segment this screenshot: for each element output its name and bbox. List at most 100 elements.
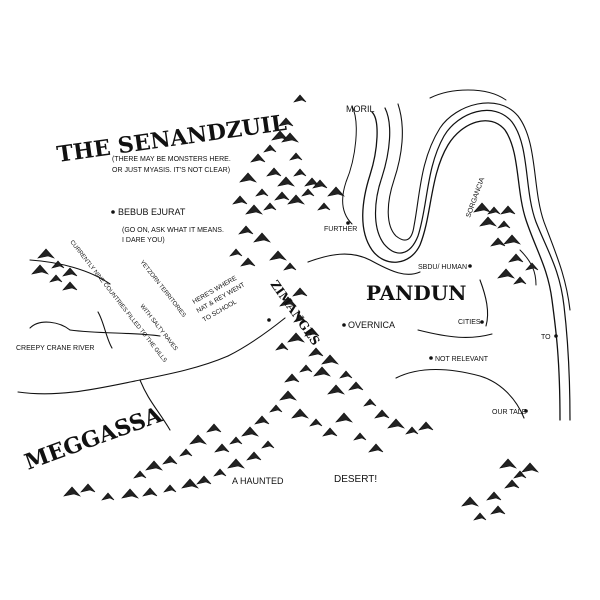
mountain-icon bbox=[269, 250, 287, 261]
mountain-icon bbox=[275, 342, 289, 351]
mountain-icon bbox=[293, 94, 307, 103]
mountain-icon bbox=[348, 381, 364, 391]
mountain-icon bbox=[214, 443, 230, 453]
mountain-icon bbox=[313, 366, 331, 377]
mountain-icon bbox=[263, 144, 277, 153]
place-further: FURTHER bbox=[324, 226, 357, 233]
cities-dot bbox=[480, 320, 484, 324]
mountain-icon bbox=[289, 152, 303, 161]
mountain-icon bbox=[254, 415, 270, 425]
overnica-dot bbox=[342, 323, 346, 327]
mountain-icon bbox=[206, 423, 222, 433]
mountain-icon bbox=[142, 487, 158, 497]
mountain-icon bbox=[461, 496, 479, 507]
mountain-icon bbox=[238, 225, 254, 235]
mountain-icon bbox=[179, 448, 193, 457]
mountain-icon bbox=[304, 327, 320, 337]
mountain-icon bbox=[374, 409, 390, 419]
mountain-icon bbox=[277, 176, 295, 187]
mountain-icon bbox=[327, 384, 345, 395]
our-tale-dot bbox=[524, 409, 528, 413]
mountain-icon bbox=[232, 195, 248, 205]
mountain-icon bbox=[213, 468, 227, 477]
mountain-icon bbox=[293, 168, 307, 177]
mountain-icon bbox=[473, 512, 487, 521]
note-dare-1: (GO ON, ASK WHAT IT MEANS. bbox=[122, 227, 224, 234]
not-relevant-dot bbox=[429, 356, 433, 360]
mountain-icon bbox=[287, 332, 305, 343]
borders-and-rivers bbox=[17, 253, 525, 431]
place-not-relevant: NOT RELEVANT bbox=[435, 356, 489, 363]
place-our-tale: OUR TALE bbox=[492, 409, 527, 416]
mountain-icon bbox=[299, 364, 313, 373]
mountain-icon bbox=[279, 390, 297, 401]
coastline bbox=[342, 89, 571, 421]
mountain-icon bbox=[253, 232, 271, 243]
note-nine-2: WITH SALTY RAVES bbox=[138, 304, 178, 353]
mountain-icon bbox=[405, 426, 419, 435]
place-sbdu: SBDU/ HUMAN bbox=[418, 264, 467, 271]
mountain-icon bbox=[312, 179, 328, 189]
mountain-icon bbox=[133, 470, 147, 479]
mountain-icon bbox=[37, 248, 55, 259]
place-moril: MORIL bbox=[346, 104, 375, 114]
mountain-icon bbox=[246, 451, 262, 461]
mountain-icon bbox=[291, 408, 309, 419]
bebub-dot bbox=[111, 210, 115, 214]
mountain-icon bbox=[521, 462, 539, 473]
mountain-icon bbox=[284, 373, 300, 383]
mountain-icon bbox=[181, 478, 199, 489]
mountain-icon bbox=[62, 281, 78, 291]
mountain-icon bbox=[80, 483, 96, 493]
mountain-icon bbox=[62, 267, 78, 277]
mountain-icon bbox=[283, 262, 297, 271]
mountain-range bbox=[31, 94, 539, 521]
mountain-icon bbox=[487, 206, 501, 215]
mountain-icon bbox=[308, 347, 324, 357]
mountain-icon bbox=[499, 458, 517, 469]
note-monsters-2: OR JUST MYASIS. IT'S NOT CLEAR) bbox=[112, 167, 230, 174]
mountain-icon bbox=[287, 194, 305, 205]
note-desert: DESERT! bbox=[334, 474, 377, 485]
mountain-icon bbox=[245, 204, 263, 215]
note-haunted: A HAUNTED bbox=[232, 476, 284, 486]
mountain-icon bbox=[335, 412, 353, 423]
note-monsters-1: (THERE MAY BE MONSTERS HERE. bbox=[112, 156, 231, 163]
mountain-icon bbox=[490, 237, 506, 247]
mountain-icon bbox=[339, 370, 353, 379]
mountain-icon bbox=[503, 234, 521, 245]
sbdu-dot bbox=[468, 264, 472, 268]
mountain-icon bbox=[504, 479, 520, 489]
mountain-icon bbox=[418, 421, 434, 431]
mountain-icon bbox=[189, 434, 207, 445]
mountain-icon bbox=[31, 264, 49, 275]
place-sorgancia: SORGANCIA bbox=[465, 177, 486, 219]
mountain-icon bbox=[279, 296, 297, 307]
to-dot bbox=[554, 334, 558, 338]
region-pandun: PANDUN bbox=[366, 281, 466, 305]
mountain-icon bbox=[229, 248, 243, 257]
mountain-icon bbox=[327, 186, 345, 197]
mountain-icon bbox=[51, 260, 65, 269]
mountain-icon bbox=[121, 488, 139, 499]
mountain-icon bbox=[322, 427, 338, 437]
mountain-icon bbox=[163, 484, 177, 493]
mountain-icon bbox=[227, 458, 245, 469]
mountain-icon bbox=[387, 418, 405, 429]
mountain-icon bbox=[101, 492, 115, 501]
mountain-icon bbox=[269, 404, 283, 413]
place-bebub: BEBUB EJURAT bbox=[118, 207, 186, 217]
mountain-icon bbox=[145, 460, 163, 471]
mountain-icon bbox=[292, 287, 308, 297]
mountain-icon bbox=[309, 418, 323, 427]
further-dot bbox=[346, 221, 350, 225]
place-to: TO bbox=[541, 334, 551, 341]
mountain-icon bbox=[508, 253, 524, 263]
place-cities: CITIES bbox=[458, 319, 481, 326]
mountain-icon bbox=[240, 257, 256, 267]
mountain-icon bbox=[301, 188, 315, 197]
mountain-icon bbox=[274, 191, 290, 201]
mountain-icon bbox=[497, 220, 511, 229]
mountain-icon bbox=[266, 167, 282, 177]
